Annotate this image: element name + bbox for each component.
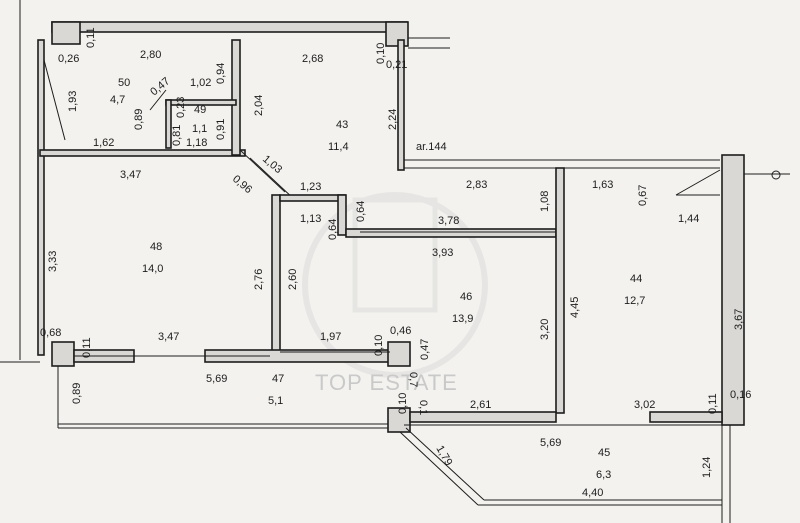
dim-label: 3,67 [733,309,745,330]
dim-label: 0,47 [419,339,431,360]
room-area-48: 14,0 [142,263,163,275]
dim-label: 2,24 [387,109,399,130]
watermark-text: TOP ESTATE [315,370,458,395]
dim-label: 0,21 [386,59,407,71]
dim-label: 0,11 [85,27,97,48]
dim-label: 2,76 [253,269,265,290]
dim-label: 0,89 [133,109,145,130]
dim-label: 2,60 [287,269,299,290]
room-area-50: 4,7 [110,94,125,106]
dim-label: 0,1 [417,400,429,415]
dim-label: 1,24 [701,457,713,478]
dim-label: 2,80 [140,49,161,61]
dim-label: 1,62 [93,137,114,149]
dim-label: 3,02 [634,399,655,411]
room-id-49: 49 [194,104,206,116]
dim-label: 1,08 [539,191,551,212]
dim-label: 1,93 [67,91,79,112]
dim-label: 2,68 [302,53,323,65]
dim-label: 0,7 [407,372,419,387]
dim-label: ar.144 [416,141,447,153]
dim-label: 4,45 [569,297,581,318]
dim-label: 5,69 [540,437,561,449]
dim-label: 0,81 [171,125,183,146]
dim-label: 0,64 [327,219,339,240]
dim-label: 0,47 [148,75,172,98]
room-area-46: 13,9 [452,313,473,325]
room-id-47: 47 [272,373,284,385]
dim-label: 3,33 [47,251,59,272]
dim-label: 3,47 [158,331,179,343]
dim-label: 5,69 [206,373,227,385]
room-id-45: 45 [598,447,610,459]
dim-label: 0,96 [230,173,254,196]
dim-label: 3,93 [432,247,453,259]
dim-label: 0,91 [215,119,227,140]
dim-label: 1,13 [300,213,321,225]
dim-label: 1,44 [678,213,699,225]
dim-label: 0,64 [355,201,367,222]
dimension-lines [74,231,722,426]
room-area-43: 11,4 [328,141,349,153]
dim-label: 4,40 [582,487,603,499]
dim-label: 2,61 [470,399,491,411]
dim-label: 0,46 [390,325,411,337]
dim-label: 0,10 [373,335,385,356]
dim-label: 0,11 [81,337,93,358]
room-labels: 50 4,7 49 1,1 43 11,4 48 14,0 46 13,9 44… [110,77,645,481]
dim-label: 0,94 [215,63,227,84]
room-area-47: 5,1 [268,395,283,407]
room-area-45: 6,3 [596,469,611,481]
room-area-44: 12,7 [624,295,645,307]
dim-label: 1,18 [186,137,207,149]
dim-label: 3,47 [120,169,141,181]
room-id-46: 46 [460,291,472,303]
dim-label: 0,10 [375,43,387,64]
watermark-logo [302,192,488,378]
dim-label: 0,89 [71,383,83,404]
room-id-44: 44 [630,273,642,285]
dim-label: 0,10 [397,393,409,414]
room-id-43: 43 [336,119,348,131]
room-id-48: 48 [150,241,162,253]
room-id-50: 50 [118,77,130,89]
dim-label: 0,16 [730,389,751,401]
dim-label: 3,20 [539,319,551,340]
dim-label: 2,04 [253,95,265,116]
dim-label: 1,23 [300,181,321,193]
dim-label: 1,97 [320,331,341,343]
dim-label: 0,67 [637,185,649,206]
dim-label: 0,26 [58,53,79,65]
dim-label: 0,11 [707,393,719,414]
dim-label: 0,68 [40,327,61,339]
dim-label: 2,83 [466,179,487,191]
dim-label: 1,02 [190,77,211,89]
dim-label: 0,23 [175,97,187,118]
dim-label: 3,78 [438,215,459,227]
room-area-49: 1,1 [192,123,207,135]
dim-label: 1,63 [592,179,613,191]
